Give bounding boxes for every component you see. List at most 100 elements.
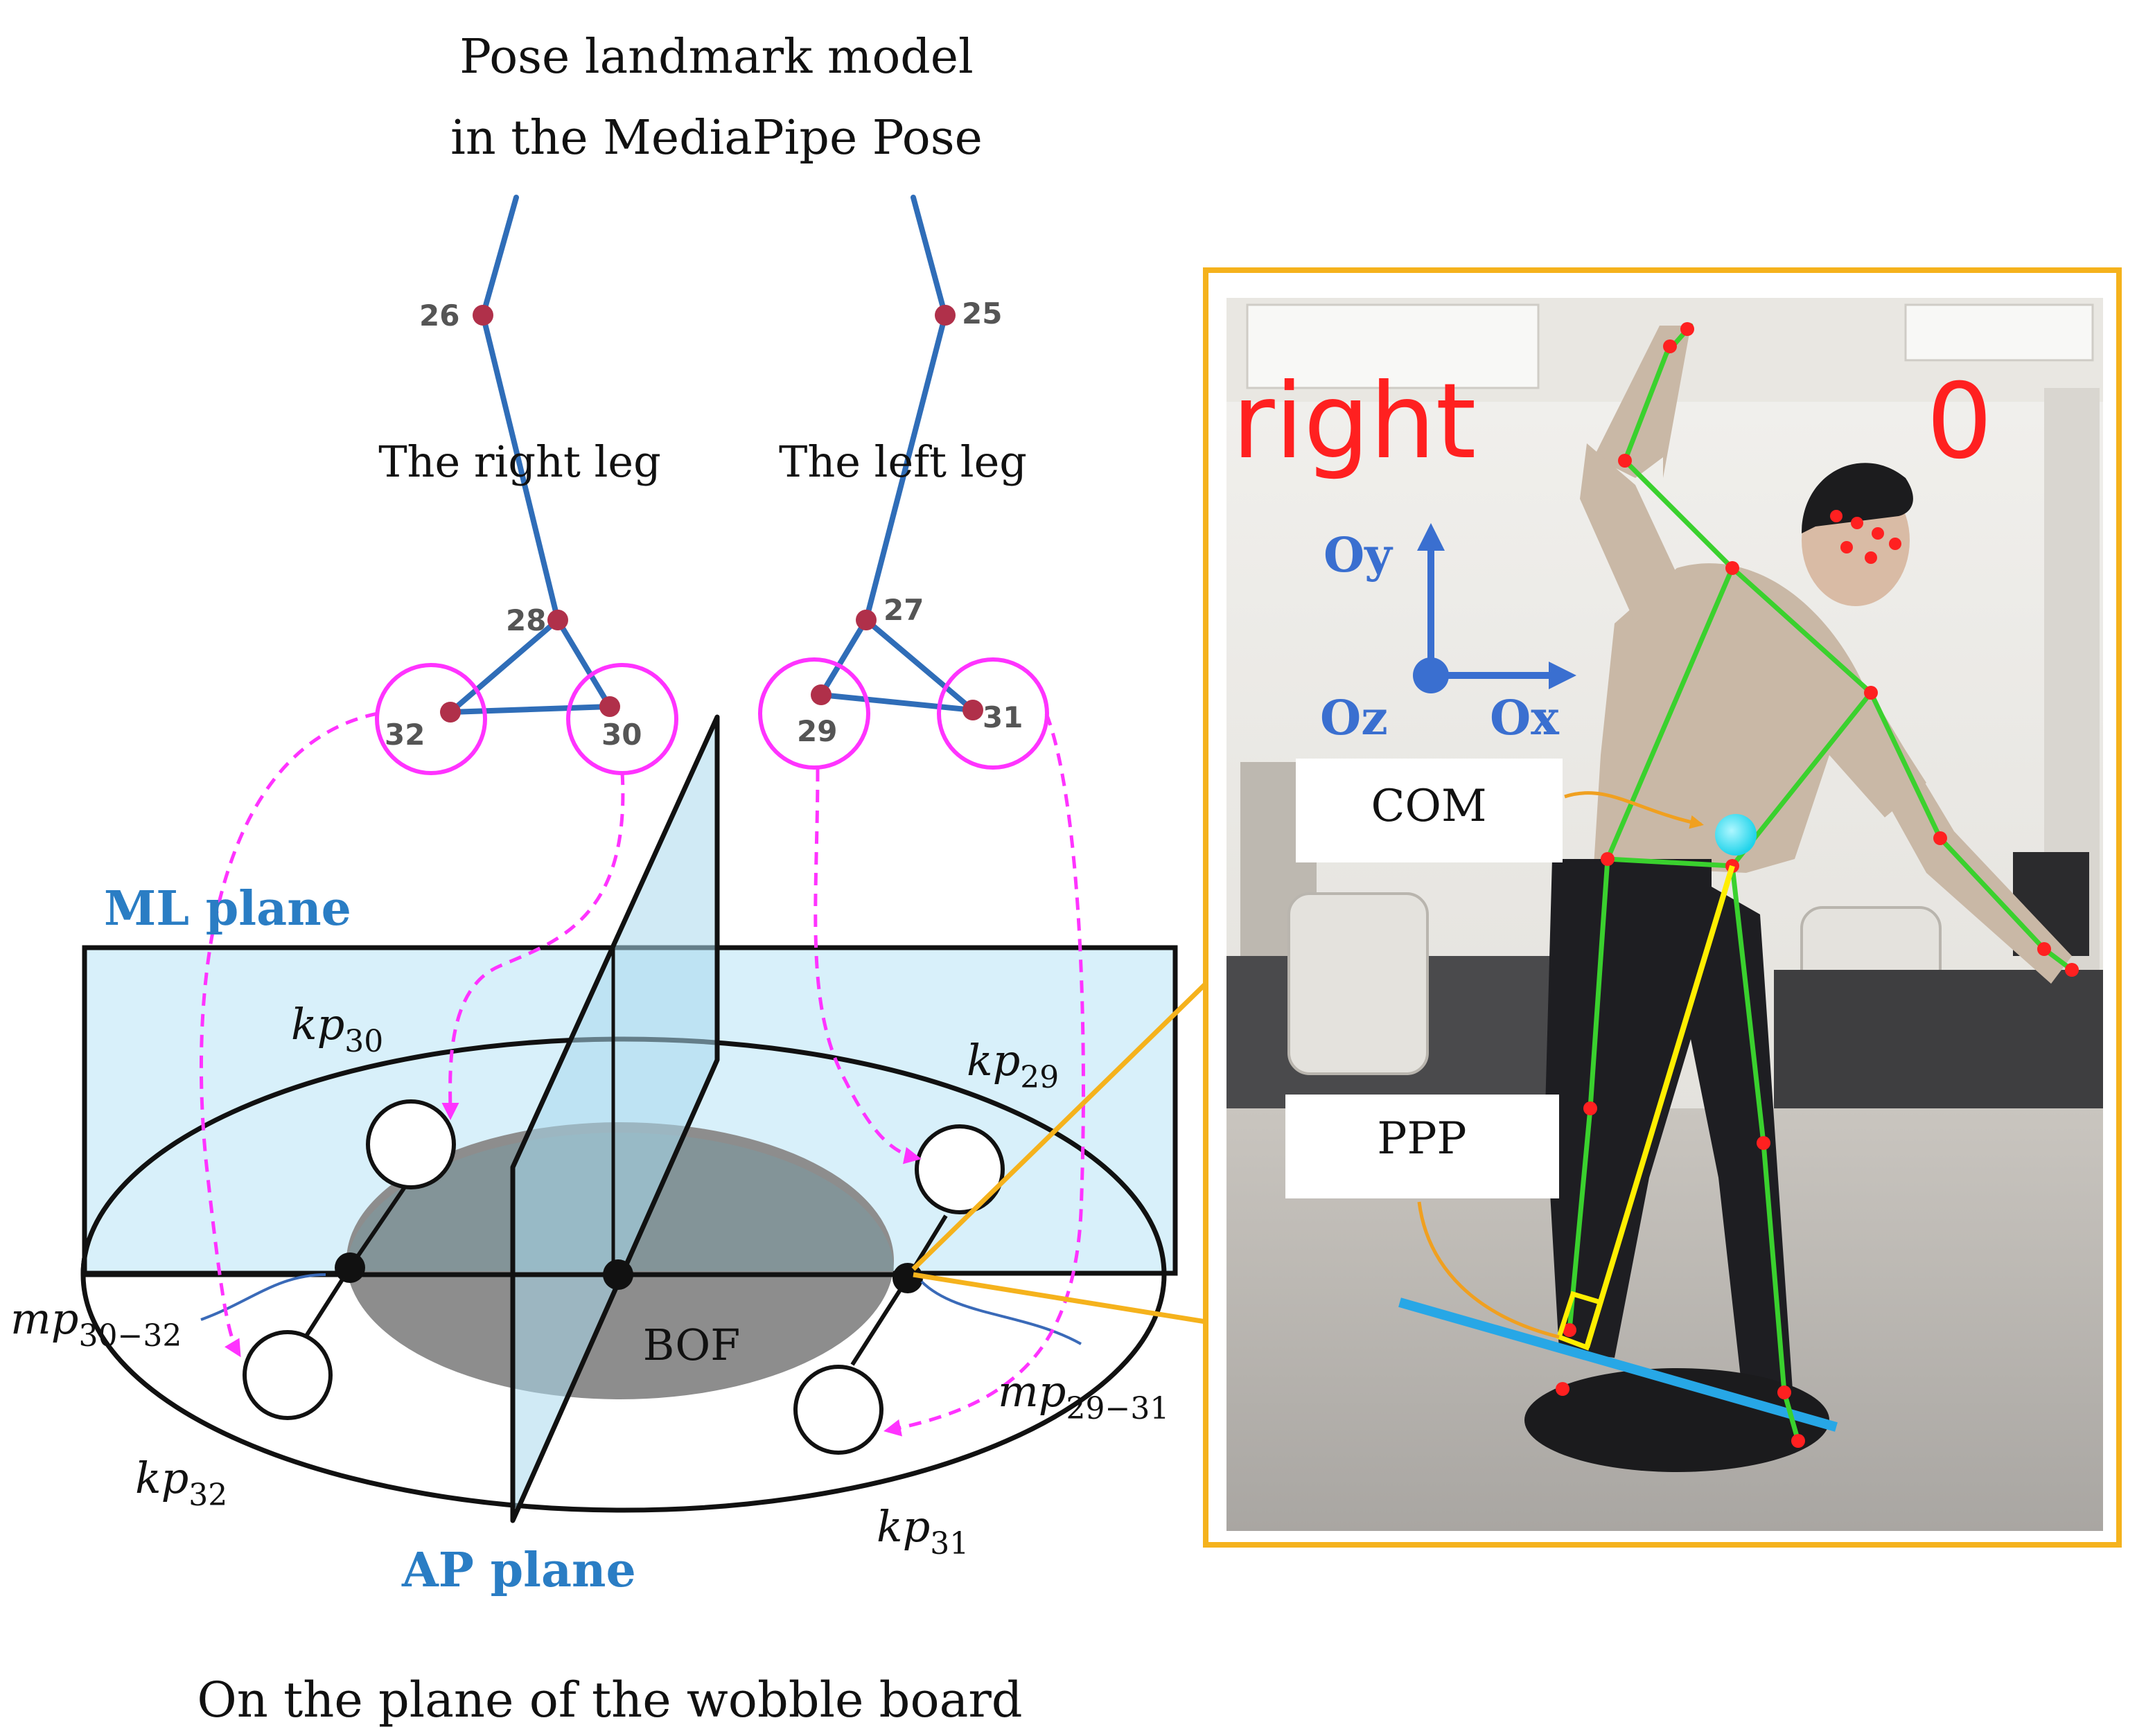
pose-kp-knee-right [1757,1136,1770,1150]
pose-kp-foot-right [1791,1434,1805,1448]
left-foot-line-a [818,617,869,698]
right-thigh-line [480,195,519,318]
skeleton-forearm-right [1937,835,2047,952]
landmark-numbers: 26 25 28 27 32 30 29 31 [385,296,1023,752]
kp31-link [850,1277,910,1366]
pose-photo: right 0 Oy Oz Ox COM PPP [1226,298,2103,1531]
right-leg-label: The right leg [378,436,661,487]
mp2931-pointer [920,1280,1082,1345]
skeleton-upper-arm-left [1622,458,1735,571]
kp32-label: kp32 [135,1453,227,1513]
axis-oy-label: Oy [1323,528,1393,583]
arrow-32-to-kp32 [199,711,378,1358]
landmark-25-dot [935,305,956,326]
landmark-29-dot [811,684,832,705]
landmark-27-dot [856,610,877,630]
left-thigh-line [911,195,948,318]
magenta-arrows [199,711,1085,1437]
diagram-title-line2: in the MediaPipe Pose [450,111,983,166]
bof-label: BOF [643,1320,741,1370]
pose-kp-hand-left [1663,339,1677,353]
mp3032-pointer [200,1273,326,1321]
photo-board-plane-line [1398,1297,1838,1432]
photo-person-upper-arm [1580,443,1684,623]
landmark-31-dot [962,700,983,720]
pose-kp-elbow-left [1618,454,1632,468]
ppp-right-angle-box [1556,1291,1604,1351]
ap-plane-label: AP plane [401,1543,636,1598]
photo-ceiling-light-1 [1246,303,1540,389]
kp30-node [366,1099,456,1189]
skeleton-thigh-right [1730,863,1766,1146]
skeleton-upper-arm-right [1868,690,1943,841]
right-foot-line-b [555,617,613,709]
pose-kp-face-4 [1840,541,1853,553]
photo-count-label: 0 [1926,362,1992,482]
pose-kp-ankle-left [1563,1323,1576,1337]
axis-ox-label: Ox [1490,691,1559,746]
zoom-connector-bottom [913,1272,1206,1325]
com-label: COM [1371,781,1487,832]
kp29-label: kp29 [967,1035,1059,1095]
pose-kp-face-3 [1872,527,1884,540]
kp31-node [793,1365,883,1455]
pose-keypoints [1556,322,2079,1448]
diagram-title-line1: Pose landmark model [459,30,974,85]
photo-person-arm-right [1857,693,2072,984]
ppp-label: PPP [1377,1113,1466,1164]
bottom-caption: On the plane of the wobble board [197,1672,1022,1728]
mp3032-label: mp30−32 [10,1293,182,1354]
skeleton-thigh-left [1588,856,1610,1111]
arrow-29-to-kp29 [814,768,922,1164]
landmark-30-dot [599,696,620,717]
landmark-25-label: 25 [962,296,1002,330]
com-label-box [1296,759,1563,862]
mp3032-dot [335,1252,365,1283]
landmark-27-label: 27 [883,593,924,627]
photo-person-torso [1594,563,1926,873]
com-pointer [1564,791,1704,829]
pose-kp-face-6 [1889,538,1901,550]
skeleton-forearm-left-b [1622,351,1669,463]
skeleton-shin-right [1761,1140,1787,1395]
landmark-26-label: 26 [419,299,459,333]
pose-kp-hand-right [2065,963,2079,977]
pose-kp-knee-left [1583,1101,1597,1115]
skeleton-foot-right [1782,1390,1801,1444]
mp2931-label: mp29−31 [998,1366,1169,1426]
skeleton-torso-left [1605,565,1735,862]
axis-oz-dot [1413,657,1449,693]
photo-ceiling-light-2 [1904,303,2094,362]
left-leg-label: The left leg [779,436,1027,487]
pose-kp-foot-left [1556,1382,1569,1396]
skeleton-hips [1605,856,1735,869]
foot-nodes [243,1099,1005,1455]
keypoint-labels: kp30 kp29 kp32 kp31 mp30−32 mp29−31 [10,999,1169,1561]
kp30-label: kp30 [291,999,383,1059]
right-foot-line-a [448,617,561,715]
photo-person-hair [1802,463,1913,533]
arrow-31-to-kp31 [883,713,1085,1437]
ml-plane-label: ML plane [104,881,351,937]
photo-desk-right [1774,970,2103,1122]
landmark-28-label: 28 [506,603,546,637]
landmark-31-label: 31 [983,700,1023,734]
photo-side-label: right [1232,362,1476,482]
landmark-26-dot [473,305,493,326]
zoom-connector-top [911,982,1208,1271]
kp29-node [915,1124,1005,1214]
highlight-circle-29 [758,657,870,770]
landmark-29-label: 29 [797,714,837,748]
landmark-dots [440,305,983,723]
landmark-28-dot [547,610,568,630]
photo-chair-left [1287,892,1429,1075]
pose-kp-wrist-left [1680,322,1694,336]
leg-skeleton [448,195,976,715]
ppp-label-box [1285,1095,1559,1198]
center-dot [603,1259,633,1290]
photo-wobble-board [1524,1368,1829,1472]
ppp-pointer [1417,1201,1560,1339]
pose-skeleton [1567,323,2075,1444]
kp31-label: kp31 [877,1501,969,1561]
